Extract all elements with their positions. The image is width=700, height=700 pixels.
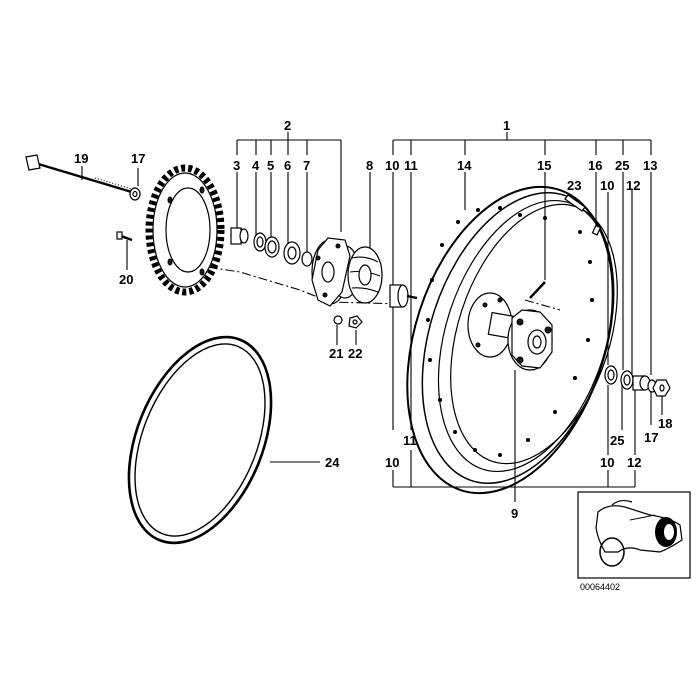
callout-18: 18 bbox=[658, 416, 672, 431]
callout-15: 15 bbox=[537, 158, 551, 173]
callout-25-bottom: 25 bbox=[610, 433, 624, 448]
hub-bearings bbox=[230, 227, 313, 267]
spoke-nipple bbox=[529, 281, 546, 299]
callout-1: 1 bbox=[503, 118, 510, 133]
rubber-damper bbox=[347, 246, 383, 304]
leader-lines bbox=[81, 132, 663, 502]
callout-11-top: 11 bbox=[404, 158, 418, 173]
callout-14: 14 bbox=[457, 158, 472, 173]
callout-23: 23 bbox=[567, 178, 581, 193]
callout-labels: 1 2 3 4 5 6 7 8 10 11 14 15 16 25 13 23 … bbox=[74, 118, 672, 592]
callout-24: 24 bbox=[325, 455, 340, 470]
callout-16: 16 bbox=[588, 158, 602, 173]
callout-9: 9 bbox=[511, 506, 518, 521]
callout-22: 22 bbox=[348, 346, 362, 361]
rear-sprocket bbox=[145, 164, 225, 296]
sprocket-bolt bbox=[116, 231, 133, 242]
valve bbox=[591, 224, 602, 236]
callout-25-top: 25 bbox=[615, 158, 629, 173]
wheel-rim bbox=[406, 185, 618, 495]
callout-8: 8 bbox=[366, 158, 373, 173]
axle-bolt bbox=[25, 154, 136, 195]
motorcycle-thumbnail bbox=[577, 491, 691, 579]
callout-5: 5 bbox=[267, 158, 274, 173]
callout-6: 6 bbox=[284, 158, 291, 173]
callout-17-top: 17 bbox=[131, 151, 145, 166]
carrier-nut bbox=[333, 315, 363, 329]
callout-21: 21 bbox=[329, 346, 343, 361]
callout-13: 13 bbox=[643, 158, 657, 173]
axle-nut-left bbox=[129, 187, 141, 201]
callout-19: 19 bbox=[74, 151, 88, 166]
callout-3: 3 bbox=[233, 158, 240, 173]
drive-chain bbox=[127, 335, 273, 545]
balance-weight bbox=[564, 194, 586, 212]
wheel-spacer-left bbox=[389, 284, 418, 308]
callout-12-top: 12 bbox=[626, 178, 640, 193]
callout-7: 7 bbox=[303, 158, 310, 173]
callout-17-bottom: 17 bbox=[644, 430, 658, 445]
callout-10-bottom-right: 10 bbox=[600, 455, 614, 470]
callout-10-right: 10 bbox=[600, 178, 614, 193]
right-side-parts bbox=[604, 365, 671, 397]
callout-11-bottom: 11 bbox=[403, 433, 417, 448]
callout-10-bottom: 10 bbox=[385, 455, 399, 470]
callout-10-top: 10 bbox=[385, 158, 399, 173]
callout-4: 4 bbox=[252, 158, 260, 173]
wheel-hub bbox=[467, 292, 553, 371]
callout-12-bottom: 12 bbox=[627, 455, 641, 470]
callout-2: 2 bbox=[284, 118, 291, 133]
callout-20: 20 bbox=[119, 272, 133, 287]
diagram-reference-number: 00064402 bbox=[580, 582, 620, 592]
